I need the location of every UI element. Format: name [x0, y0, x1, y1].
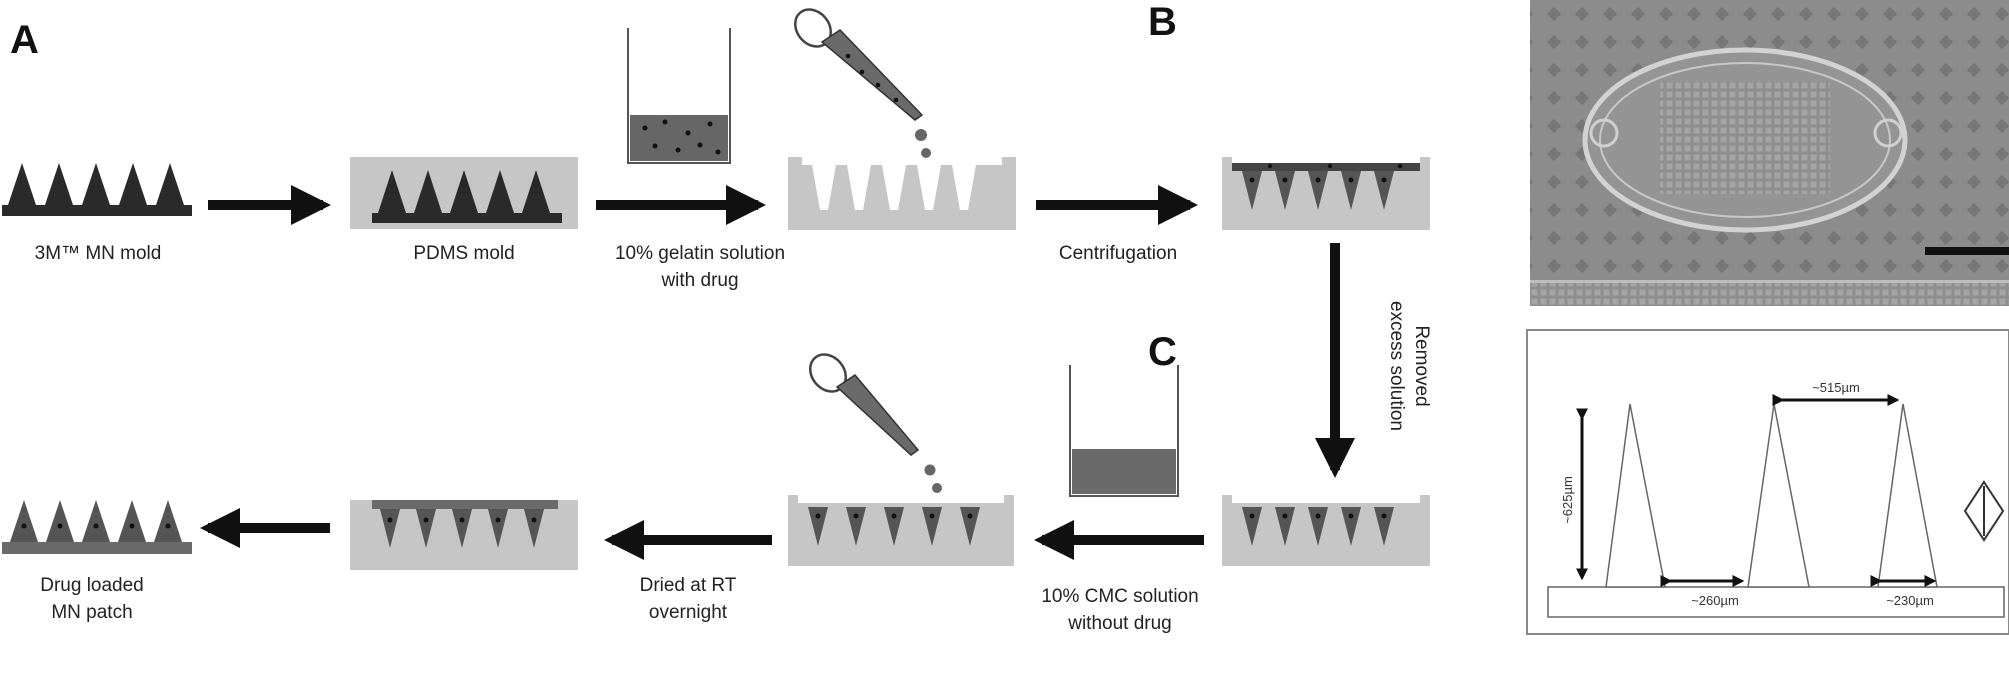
- drug-pipette: [793, 8, 931, 158]
- empty-pdms-mold: [788, 157, 1016, 230]
- filled-mold-centrifuged: [1222, 157, 1430, 230]
- height-dim-label: ~625µm: [1560, 476, 1575, 524]
- cmc-beaker: [1069, 365, 1179, 497]
- dimension-diagram: ~625µm ~515µm ~260µm ~230µm: [1526, 329, 2009, 635]
- dried-mold: [350, 500, 578, 570]
- pitch-dim-label: ~515µm: [1812, 380, 1860, 395]
- panel-label-a: A: [10, 18, 39, 62]
- cmc-pipette: [808, 353, 942, 493]
- label-cmc: 10% CMC solution without drug: [1000, 583, 1240, 637]
- final-mn-patch: [2, 500, 192, 554]
- label-mn-mold: 3M™ MN mold: [34, 243, 162, 264]
- final-line-1: Drug loaded: [40, 575, 144, 596]
- mold-excess-removed: [1222, 495, 1430, 566]
- patch-photo: [1530, 0, 2009, 306]
- pdms-mold-graphic: [350, 157, 578, 229]
- label-removed: Removed excess solution: [1382, 256, 1434, 476]
- gelatin-line-2: with drug: [661, 270, 739, 291]
- panel-label-c: C: [1148, 330, 1177, 374]
- removed-line-2: excess solution: [1386, 301, 1407, 431]
- label-dried: Dried at RT overnight: [598, 572, 778, 626]
- base-gap-label: ~260µm: [1691, 593, 1739, 608]
- cmc-line-1: 10% CMC solution: [1041, 586, 1199, 607]
- mn-mold-graphic: [2, 163, 192, 216]
- removed-line-1: Removed: [1411, 325, 1432, 407]
- base-gap2-label: ~230µm: [1886, 593, 1934, 608]
- gelatin-line-1: 10% gelatin solution: [614, 243, 786, 264]
- label-final: Drug loaded MN patch: [2, 572, 182, 626]
- panel-label-b: B: [1148, 0, 1177, 44]
- cmc-line-2: without drug: [1068, 613, 1172, 634]
- label-centrifugation: Centrifugation: [1058, 243, 1178, 264]
- dried-line-1: Dried at RT: [639, 575, 737, 596]
- mold-with-cmc: [788, 495, 1014, 566]
- scale-bar: [1925, 247, 2009, 255]
- gelatin-beaker: [627, 28, 731, 164]
- label-gelatin: 10% gelatin solution with drug: [580, 240, 820, 294]
- final-line-2: MN patch: [51, 602, 133, 623]
- label-pdms-mold: PDMS mold: [413, 243, 515, 264]
- dried-line-2: overnight: [648, 602, 728, 623]
